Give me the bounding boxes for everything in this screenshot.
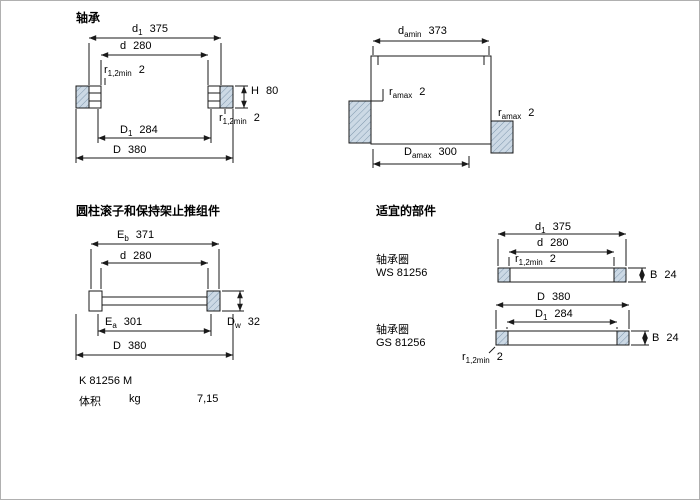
part-type-gs: 轴承圈 xyxy=(376,324,409,336)
dim-gs-D-lines xyxy=(495,302,630,329)
dim-Dw-lines xyxy=(222,290,244,312)
dim-D-assembly-lines xyxy=(75,314,234,360)
ws-washer-view xyxy=(497,231,646,283)
abutment-section-view xyxy=(348,38,514,168)
dim-Ea-lines xyxy=(97,314,212,336)
mass-unit: kg xyxy=(129,393,141,405)
dim-H-lines xyxy=(235,85,248,109)
dim-gs-B-lines xyxy=(631,330,649,346)
dim-ws-d-lines xyxy=(508,249,615,266)
housing-shoulder-hatch xyxy=(490,120,514,154)
section-title-suitable: 适宜的部件 xyxy=(376,204,437,218)
ws-washer-body xyxy=(497,267,627,283)
mass-value: 7,15 xyxy=(197,393,219,405)
dim-d-lines xyxy=(100,52,209,85)
section-title-bearing: 轴承 xyxy=(76,11,101,25)
gs-washer-body xyxy=(495,330,630,346)
abutment-body xyxy=(370,55,492,145)
part-designation-gs: GS 81256 xyxy=(376,337,426,349)
dim-Eb-lines xyxy=(90,241,220,289)
bearing-section-view xyxy=(75,35,248,163)
assembly-section-view xyxy=(75,241,244,360)
shaft-shoulder-hatch xyxy=(348,100,372,144)
dim-gs-D1-lines xyxy=(506,319,618,329)
part-type-ws: 轴承圈 xyxy=(376,254,409,266)
dim-d-assembly-lines xyxy=(100,260,209,289)
part-designation-ws: WS 81256 xyxy=(376,267,428,279)
dim-damin-lines xyxy=(372,38,490,55)
bearing-body xyxy=(75,85,234,109)
section-title-assembly: 圆柱滚子和保持架止推组件 xyxy=(76,204,221,218)
dim-Damax-lines xyxy=(372,149,470,168)
dim-d1-lines xyxy=(88,35,222,85)
dim-D1-lines xyxy=(97,109,212,143)
dim-ws-B-lines xyxy=(628,267,646,283)
assembly-body xyxy=(88,290,221,312)
dim-ws-d1-lines xyxy=(497,231,627,266)
dim-D-lines xyxy=(75,109,234,163)
r12-gs-leader xyxy=(488,346,496,354)
gs-washer-view xyxy=(488,302,649,354)
assembly-designation: K 81256 M xyxy=(79,375,133,387)
mass-label: 体积 xyxy=(79,396,101,408)
